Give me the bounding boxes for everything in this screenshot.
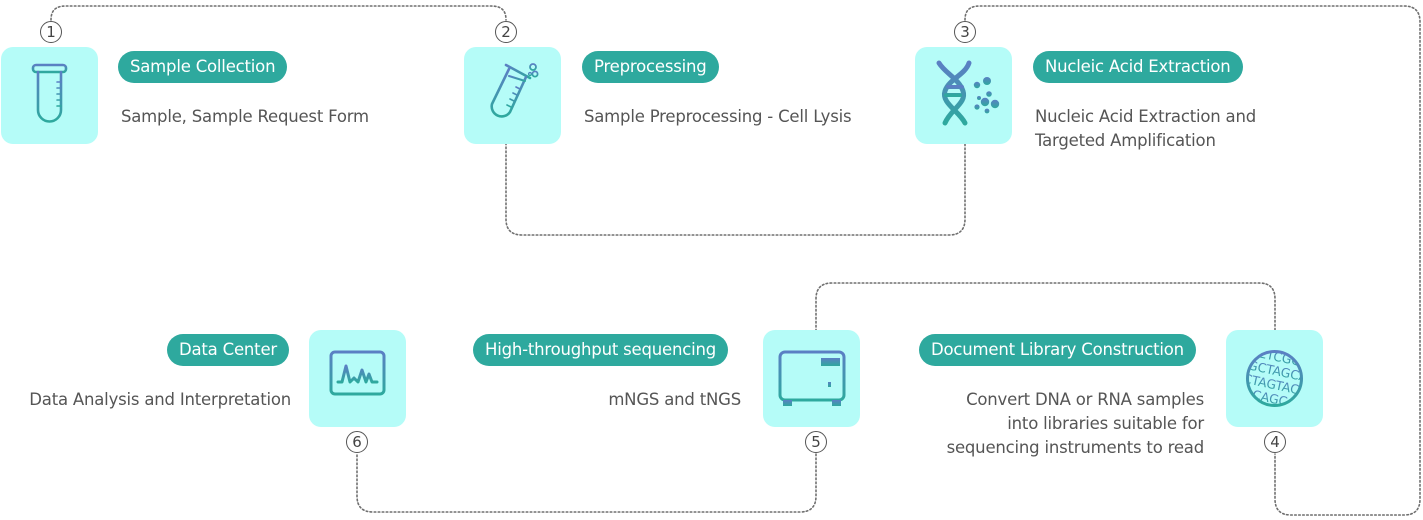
dna-sequence-circle-icon: ETCGG GCTAGCA CTAGTAC ACAGC (1242, 346, 1306, 409)
description-line: mNGS and tNGS (608, 390, 741, 409)
description-line: Convert DNA or RNA samples (966, 390, 1204, 409)
step-icon-box: ETCGG GCTAGCA CTAGTAC ACAGC (1226, 330, 1323, 427)
step-title-pill: Preprocessing (582, 51, 719, 83)
description-line: sequencing instruments to read (946, 438, 1205, 457)
step-icon-box (464, 47, 561, 144)
test-tube-icon (31, 63, 68, 123)
step-title-pill: Document Library Construction (919, 334, 1196, 366)
step-number-badge: 6 (346, 431, 368, 453)
step-icon-box (915, 47, 1012, 144)
connector-5-to-6 (356, 453, 817, 513)
test-tube-bubbles-icon (490, 63, 539, 118)
monitor-chart-icon (329, 350, 386, 407)
step-description: Convert DNA or RNA samples into librarie… (946, 388, 1205, 460)
step-description: Nucleic Acid Extraction and Targeted Amp… (1035, 105, 1256, 153)
connector-1-to-2 (50, 5, 507, 21)
step-number-badge: 1 (40, 21, 62, 43)
description-line: Data Analysis and Interpretation (29, 390, 291, 409)
sequencer-machine-icon (778, 350, 846, 406)
step-number-badge: 2 (495, 21, 517, 43)
description-line: Sample Preprocessing - Cell Lysis (584, 107, 852, 126)
step-description: Sample, Sample Request Form (121, 105, 369, 129)
step-description: Sample Preprocessing - Cell Lysis (584, 105, 852, 129)
description-line: Targeted Amplification (1035, 131, 1216, 150)
dna-helix-icon (936, 60, 1000, 126)
step-title-pill: Data Center (167, 334, 289, 366)
step-title-pill: High-throughput sequencing (473, 334, 729, 366)
connector-3-to-4 (964, 5, 1421, 516)
step-number-badge: 4 (1264, 431, 1286, 453)
step-number-badge: 3 (954, 21, 976, 43)
step-description: Data Analysis and Interpretation (29, 388, 291, 412)
step-number-badge: 5 (805, 431, 827, 453)
step-title-pill: Nucleic Acid Extraction (1033, 51, 1243, 83)
step-icon-box (763, 330, 860, 427)
description-line: Sample, Sample Request Form (121, 107, 369, 126)
step-title-pill: Sample Collection (118, 51, 288, 83)
step-icon-box (1, 47, 98, 144)
description-line: into libraries suitable for (1007, 414, 1204, 433)
step-icon-box (309, 330, 406, 427)
step-description: mNGS and tNGS (608, 388, 741, 412)
description-line: Nucleic Acid Extraction and (1035, 107, 1256, 126)
connector-4-to-5 (815, 282, 1276, 331)
connector-2-to-3 (505, 142, 966, 236)
